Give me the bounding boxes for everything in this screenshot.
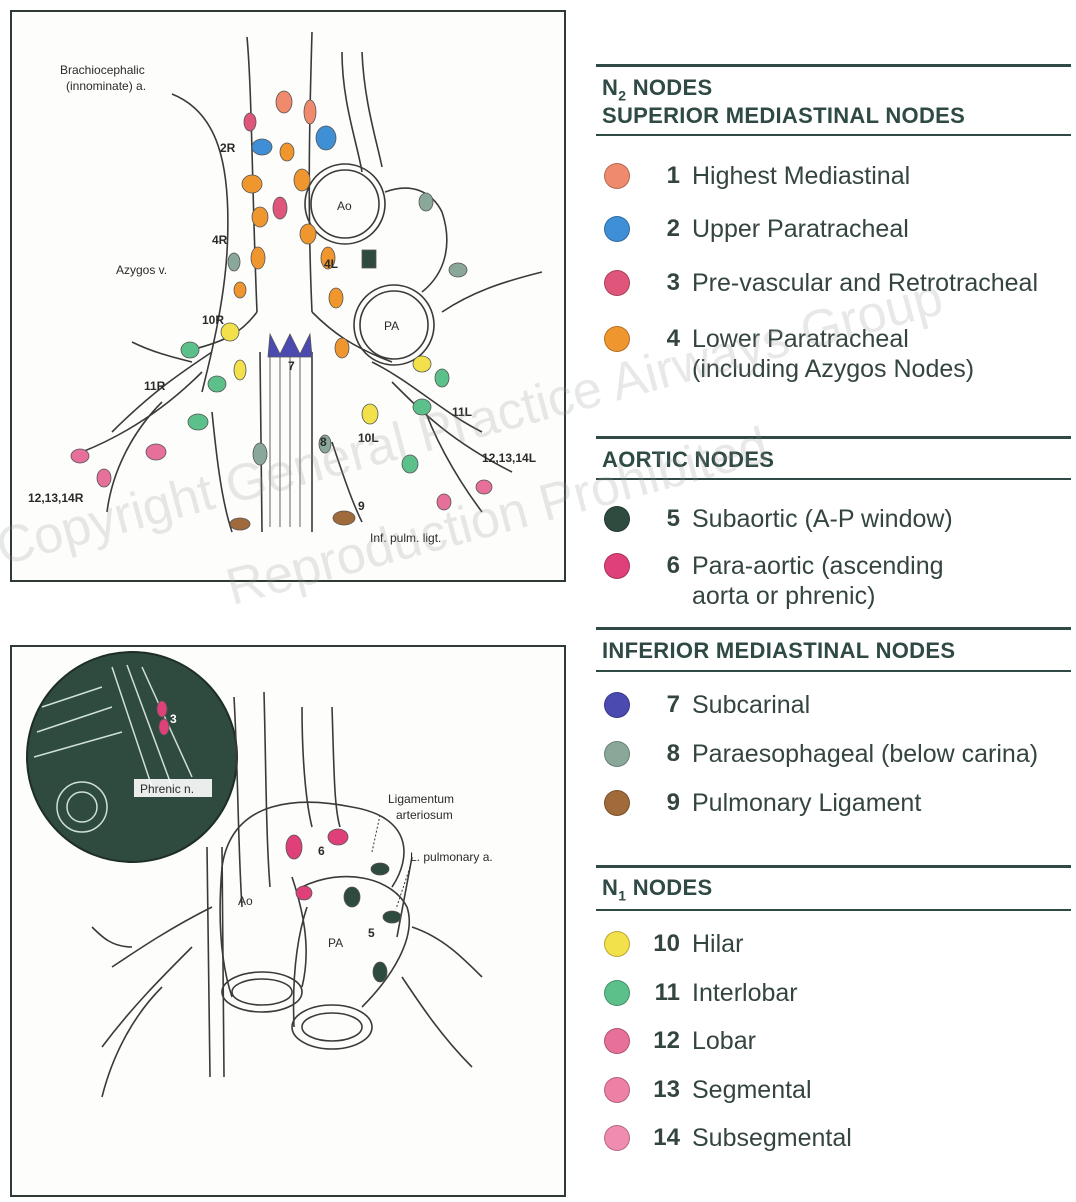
node-color-swatch — [604, 506, 630, 532]
label-4l: 4L — [324, 257, 338, 271]
inferior-mediastinal-heading: INFERIOR MEDIASTINAL NODES — [602, 637, 955, 665]
label-pa-top: PA — [384, 319, 399, 333]
node-color-swatch — [604, 216, 630, 242]
node-color-swatch — [604, 1028, 630, 1054]
label-12-14l: 12,13,14L — [482, 451, 536, 465]
n1-heading-letter: N — [602, 875, 618, 900]
label-10r: 10R — [202, 313, 224, 327]
label-ao-bottom: Ao — [238, 894, 253, 908]
legend-item-number: 9 — [650, 788, 680, 818]
front-view-illustration: Brachiocephalic (innominate) a. Azygos v… — [12, 12, 564, 580]
legend-item-number: 5 — [650, 504, 680, 534]
legend-item-number: 4 — [650, 324, 680, 354]
label-l-pulmonary: L. pulmonary a. — [410, 850, 493, 864]
aortic-rule — [596, 478, 1071, 480]
inferior-rule — [596, 670, 1071, 672]
legend-item-number: 3 — [650, 268, 680, 298]
superior-rule — [596, 134, 1071, 136]
n1-heading-suffix: NODES — [626, 875, 712, 900]
n1-top-rule — [596, 865, 1071, 868]
n1-nodes-heading: N1 NODES — [602, 874, 712, 909]
legend-item-number: 10 — [650, 929, 680, 959]
legend-item-number: 11 — [650, 978, 680, 1008]
label-9: 9 — [358, 499, 365, 513]
legend-item-number: 13 — [650, 1075, 680, 1105]
label-12-14r: 12,13,14R — [28, 491, 84, 505]
legend-item-name: Hilar — [692, 929, 743, 959]
node-color-swatch — [604, 741, 630, 767]
node-color-swatch — [604, 1077, 630, 1103]
n2-heading-suffix: NODES — [626, 75, 712, 100]
legend-item-name: Subaortic (A-P window) — [692, 504, 953, 534]
aortic-nodes-heading: AORTIC NODES — [602, 446, 774, 474]
legend-item-number: 7 — [650, 690, 680, 720]
legend-item-name: Subcarinal — [692, 690, 810, 720]
aortic-top-rule — [596, 436, 1071, 439]
legend-item-name: Segmental — [692, 1075, 812, 1105]
label-ligamentum-1: Ligamentum — [388, 792, 454, 806]
legend-item-name: Subsegmental — [692, 1123, 852, 1153]
label-6: 6 — [318, 844, 325, 858]
legend-item-number: 2 — [650, 214, 680, 244]
label-11r: 11R — [144, 379, 166, 393]
n2-heading-letter: N — [602, 75, 618, 100]
label-brachiocephalic-1: Brachiocephalic — [60, 63, 145, 77]
label-2r: 2R — [220, 141, 236, 155]
superior-mediastinal-heading: SUPERIOR MEDIASTINAL NODES — [602, 102, 965, 130]
mediastinal-nodes-front-diagram: Brachiocephalic (innominate) a. Azygos v… — [10, 10, 566, 582]
side-view-illustration: Phrenic n. 3 — [12, 647, 564, 1195]
legend-item-name: Lobar — [692, 1026, 756, 1056]
aortic-nodes-side-diagram: Phrenic n. 3 — [10, 645, 566, 1197]
label-4r: 4R — [212, 233, 228, 247]
legend-item-number: 1 — [650, 161, 680, 191]
label-3: 3 — [170, 712, 177, 726]
legend-item-name-line2: aorta or phrenic) — [692, 581, 875, 611]
legend-item-number: 12 — [650, 1026, 680, 1056]
label-11l: 11L — [452, 405, 472, 419]
node-color-swatch — [604, 790, 630, 816]
label-brachiocephalic-2: (innominate) a. — [66, 79, 146, 93]
node-color-swatch — [604, 326, 630, 352]
legend-item-name: Para-aortic (ascending — [692, 551, 944, 581]
node-color-swatch — [604, 270, 630, 296]
node-color-swatch — [604, 1125, 630, 1151]
legend-item-name: Pre-vascular and Retrotracheal — [692, 268, 1038, 298]
label-azygos: Azygos v. — [116, 263, 167, 277]
label-8: 8 — [320, 435, 327, 449]
label-pa-bottom: PA — [328, 936, 343, 950]
inferior-top-rule — [596, 627, 1071, 630]
legend-item-name: Paraesophageal (below carina) — [692, 739, 1038, 769]
legend-item-name: Interlobar — [692, 978, 798, 1008]
label-ao-top: Ao — [337, 199, 352, 213]
label-7: 7 — [288, 359, 295, 373]
phrenic-inset-circle — [27, 652, 237, 862]
legend-item-name: Lower Paratracheal — [692, 324, 909, 354]
legend-item-number: 8 — [650, 739, 680, 769]
legend-item-number: 14 — [650, 1123, 680, 1153]
legend-item-number: 6 — [650, 551, 680, 581]
label-10l: 10L — [358, 431, 379, 445]
node-color-swatch — [604, 553, 630, 579]
legend-item-name-line2: (including Azygos Nodes) — [692, 354, 974, 384]
legend-item-name: Highest Mediastinal — [692, 161, 910, 191]
node-color-swatch — [604, 931, 630, 957]
node-color-swatch — [604, 163, 630, 189]
legend-item-name: Pulmonary Ligament — [692, 788, 921, 818]
node-color-swatch — [604, 980, 630, 1006]
node-color-swatch — [604, 692, 630, 718]
label-5: 5 — [368, 926, 375, 940]
legend-item-name: Upper Paratracheal — [692, 214, 909, 244]
n1-rule — [596, 909, 1071, 911]
legend-top-rule — [596, 64, 1071, 67]
label-inf-pulm: Inf. pulm. ligt. — [370, 531, 441, 545]
label-phrenic: Phrenic n. — [140, 782, 194, 796]
label-ligamentum-2: arteriosum — [396, 808, 453, 822]
